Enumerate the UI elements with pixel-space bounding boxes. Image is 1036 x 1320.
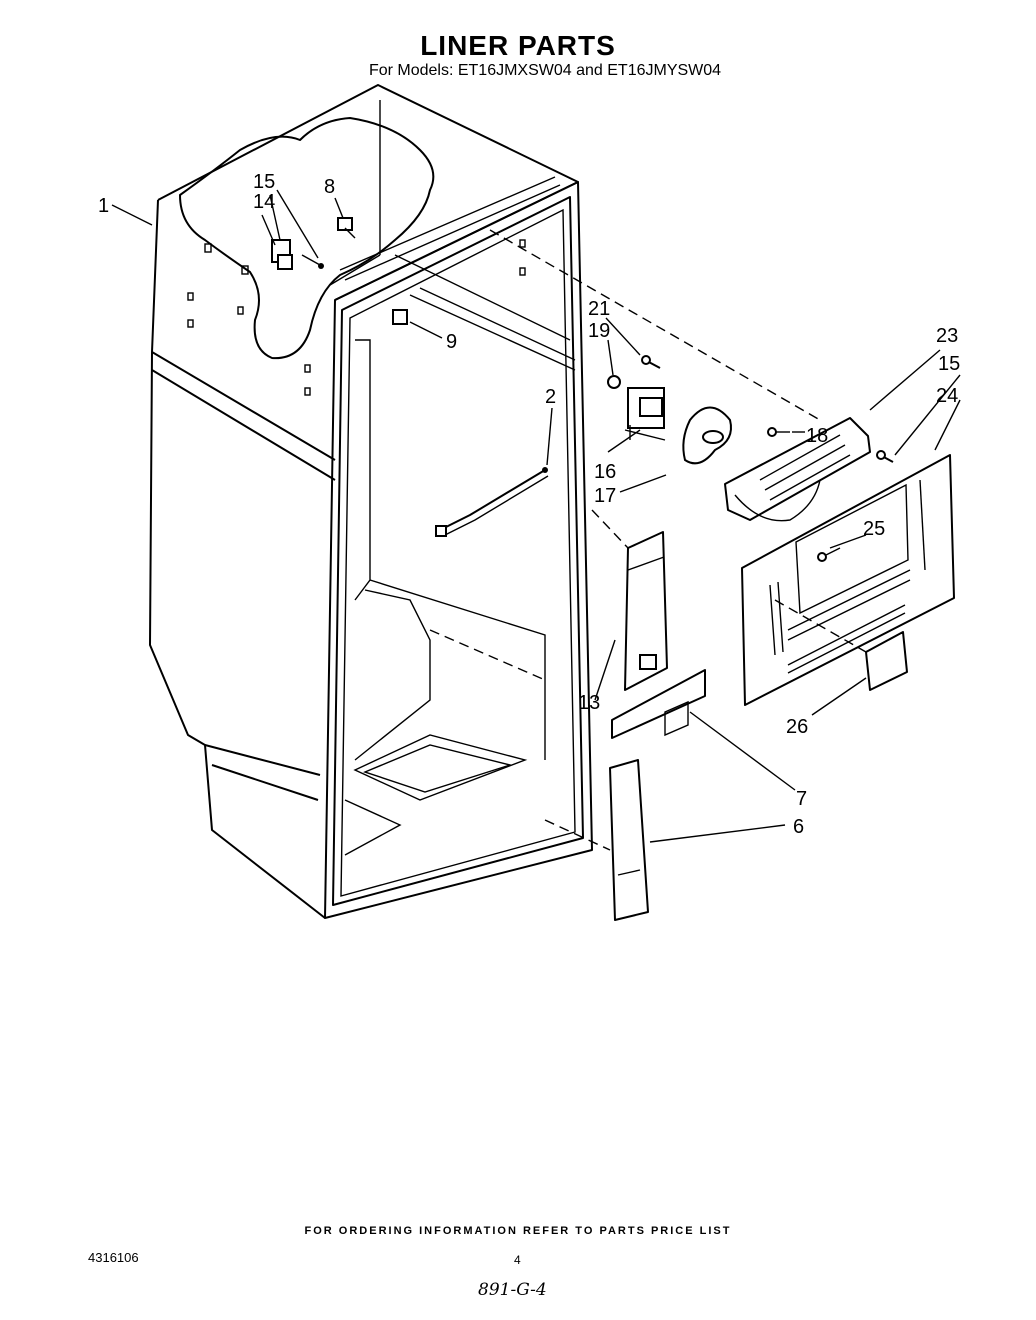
page-number: 4 — [514, 1253, 521, 1267]
part-15-screw-right — [876, 450, 894, 463]
callout-25: 25 — [863, 518, 885, 540]
callout-19: 19 — [588, 320, 610, 342]
callout-6: 6 — [793, 816, 804, 838]
callout-15-right: 15 — [938, 353, 960, 375]
part-2-tube — [435, 467, 549, 537]
page-title: LINER PARTS — [420, 30, 616, 61]
liner-front-frame — [324, 176, 593, 919]
callout-15-top: 15 — [253, 171, 275, 193]
part-9-clip — [392, 309, 408, 325]
callout-18: 18 — [806, 425, 828, 447]
ordering-note: FOR ORDERING INFORMATION REFER TO PARTS … — [304, 1225, 732, 1237]
part-13-duct — [624, 531, 668, 691]
alignment-lines — [429, 229, 867, 851]
callout-9: 9 — [446, 331, 457, 353]
callout-2: 2 — [545, 386, 556, 408]
callout-1: 1 — [98, 195, 109, 217]
callout-13: 13 — [578, 692, 600, 714]
callout-24: 24 — [936, 385, 958, 407]
fan-blade — [682, 406, 732, 465]
callout-23: 23 — [936, 325, 958, 347]
callout-21: 21 — [588, 298, 610, 320]
part-23-shroud — [724, 417, 871, 522]
document-number: 4316106 — [88, 1250, 139, 1265]
part-18-screw — [767, 427, 790, 437]
leader-lines — [111, 189, 961, 843]
part-25-screw — [817, 547, 841, 562]
part-6-panel — [609, 759, 649, 921]
part-7-bracket — [611, 669, 706, 739]
part-15-screw-top — [301, 254, 324, 269]
callout-17: 17 — [594, 485, 616, 507]
liner-body — [149, 84, 579, 919]
page-subtitle: For Models: ET16JMXSW04 and ET16JMYSW04 — [368, 62, 722, 79]
callout-14: 14 — [253, 191, 275, 213]
callout-26: 26 — [786, 716, 808, 738]
part-8-clip — [337, 217, 356, 239]
callout-labels: 1 2 6 7 8 9 13 14 15 15 16 17 18 19 21 2… — [98, 171, 960, 838]
callout-16: 16 — [594, 461, 616, 483]
part-14-bracket — [271, 239, 293, 270]
part-24-evaporator-cover — [741, 454, 955, 706]
callout-7: 7 — [796, 788, 807, 810]
fan-motor-assembly — [607, 355, 666, 441]
part-26-plate — [865, 631, 908, 691]
handwritten-code: 891-G-4 — [478, 1280, 547, 1300]
callout-8: 8 — [324, 176, 335, 198]
